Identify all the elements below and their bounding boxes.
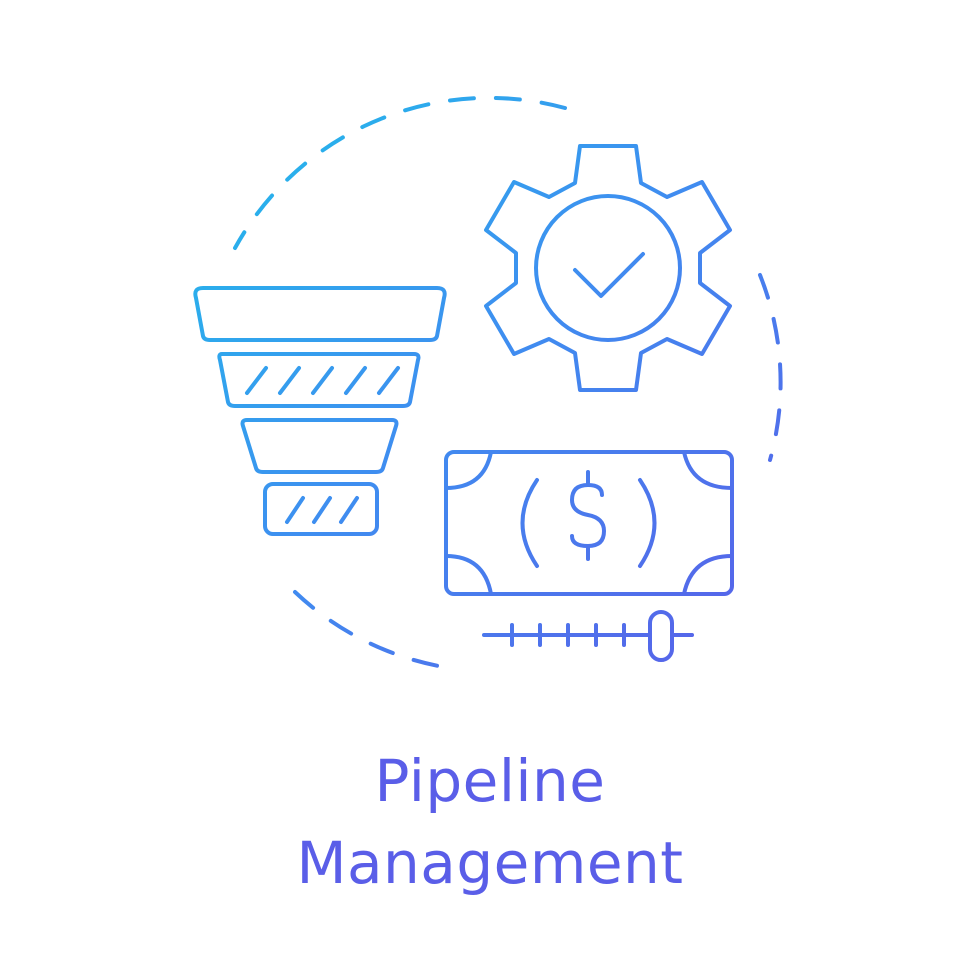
- slider-icon: [482, 610, 694, 662]
- dollar-bill-icon: [444, 450, 734, 596]
- dashed-circle-icon: [233, 95, 783, 670]
- title-line-1: Pipeline: [374, 747, 606, 815]
- gear-check-icon: [484, 144, 732, 392]
- funnel-icon: [193, 286, 447, 536]
- pipeline-management-illustration: [193, 95, 783, 670]
- title-line-2: Management: [296, 829, 684, 897]
- page-title: Pipeline Management: [0, 740, 980, 904]
